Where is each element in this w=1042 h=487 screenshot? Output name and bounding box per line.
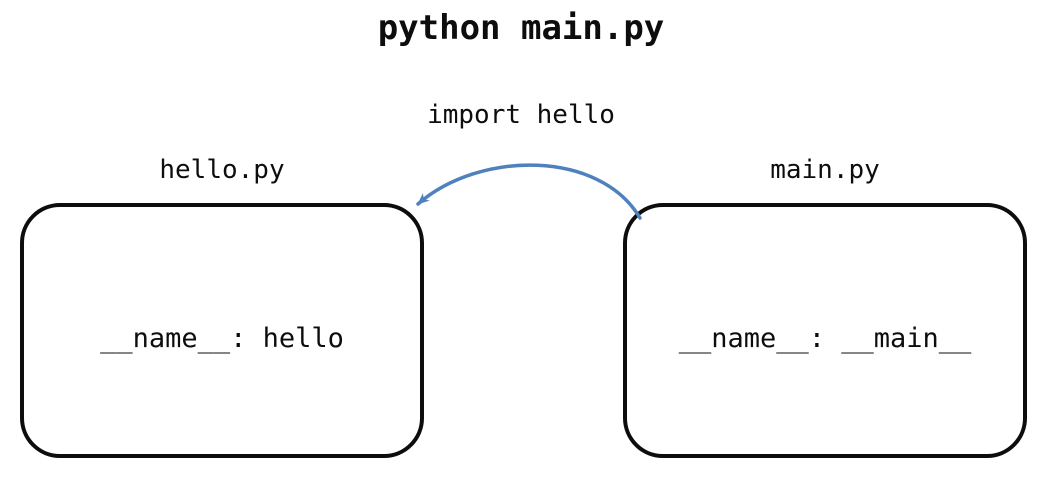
main-py-name-value: __name__: __main__ bbox=[678, 323, 972, 354]
diagram-title: python main.py bbox=[377, 8, 665, 48]
hello-py-filename-label: hello.py bbox=[159, 155, 285, 185]
hello-py-name-value: __name__: hello bbox=[100, 323, 344, 354]
hello-py-module-box: __name__: hello bbox=[20, 203, 424, 458]
main-py-module-box: __name__: __main__ bbox=[623, 203, 1027, 458]
main-py-filename-label: main.py bbox=[770, 155, 880, 185]
import-arrow-label: import hello bbox=[427, 100, 615, 130]
